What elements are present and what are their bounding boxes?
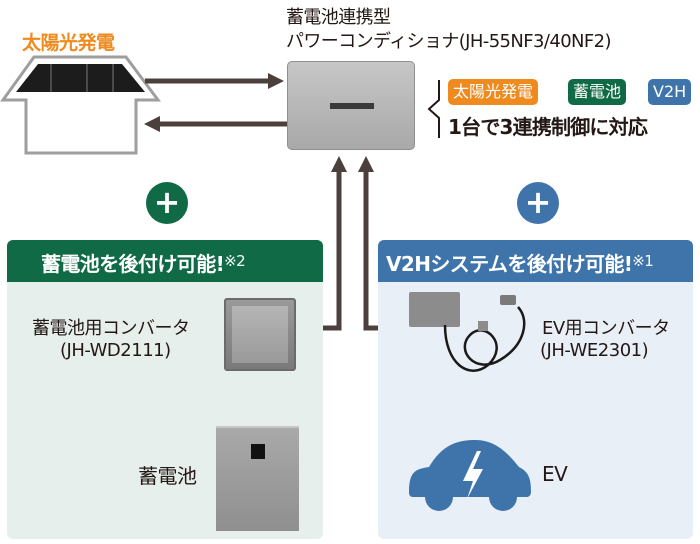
footnote-mark: ※1 xyxy=(632,252,654,270)
brace-icon xyxy=(427,80,440,138)
battery-logo xyxy=(251,444,265,459)
charging-cable-icon xyxy=(443,295,526,372)
battery-image xyxy=(216,426,299,531)
ev-plug xyxy=(500,295,516,305)
battery-converter-model: (JH-WD2111) xyxy=(60,340,171,361)
plus-icon-v2h: + xyxy=(517,182,559,224)
battery-converter-name: 蓄電池用コンバータ xyxy=(32,318,190,339)
solar-title: 太陽光発電 xyxy=(22,32,115,54)
battery-label: 蓄電池 xyxy=(138,464,197,488)
power-conditioner-image xyxy=(287,61,415,150)
ev-converter-name: EV用コンバータ xyxy=(542,318,670,339)
ev-converter-model: (JH-WE2301) xyxy=(540,340,649,361)
house-with-solar-icon xyxy=(0,55,161,155)
badge-v2h: V2H xyxy=(648,79,692,105)
footnote-mark: ※2 xyxy=(224,252,246,270)
battery-addon-panel: 蓄電池を後付け可能!※2 xyxy=(7,240,323,539)
battery-converter-image xyxy=(224,298,296,371)
triple-control-tagline: 1台で3連携制御に対応 xyxy=(448,115,648,139)
ev-label: EV xyxy=(542,462,568,486)
ev-converter-image xyxy=(409,292,460,327)
plus-icon-battery: + xyxy=(146,182,188,224)
lightning-icon xyxy=(463,451,483,499)
pcs-title: 蓄電池連携型 パワーコンディショナ(JH-55NF3/40NF2) xyxy=(286,7,612,52)
badge-solar: 太陽光発電 xyxy=(448,79,539,105)
pcs-logo-plate xyxy=(330,103,374,109)
v2h-panel-header: V2Hシステムを後付け可能!※1 xyxy=(378,240,693,282)
battery-panel-header: 蓄電池を後付け可能!※2 xyxy=(7,240,323,282)
badge-battery: 蓄電池 xyxy=(568,79,627,105)
ev-car-icon xyxy=(409,440,531,511)
